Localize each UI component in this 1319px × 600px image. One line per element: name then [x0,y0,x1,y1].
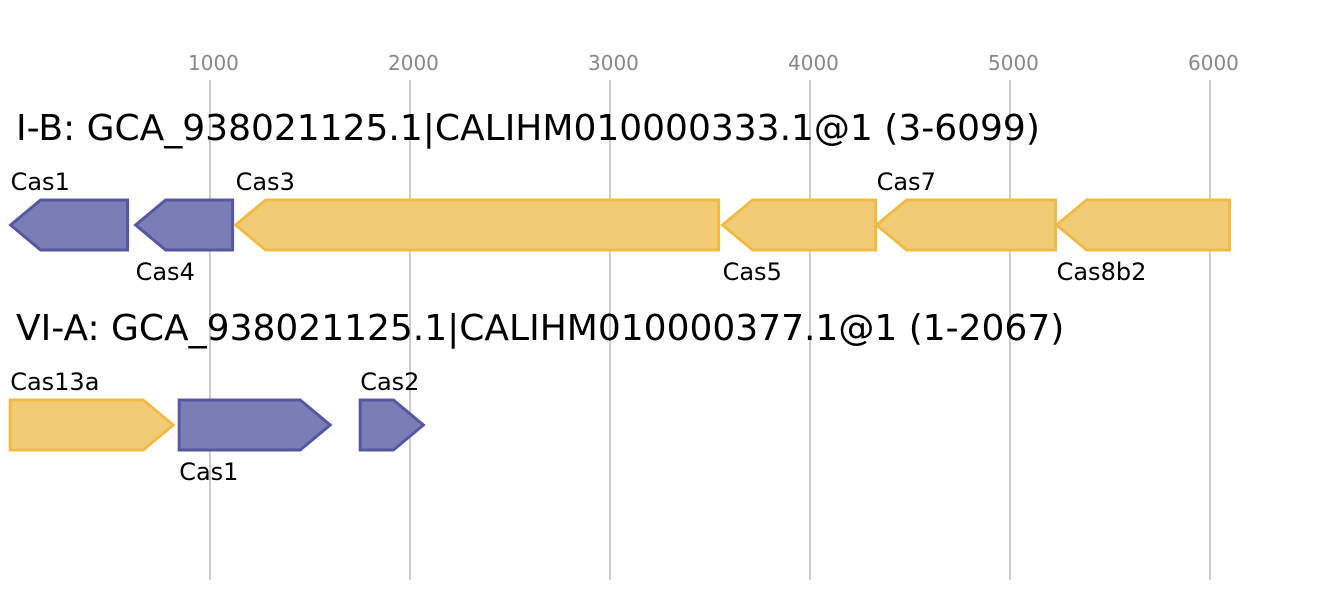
gene-arrow-cas5[interactable] [720,198,878,252]
gene-label: Cas7 [877,168,936,196]
gene-label: Cas1 [179,458,238,486]
gene-arrow-cas1[interactable] [177,398,333,452]
track-title: VI-A: GCA_938021125.1|CALIHM010000377.1@… [16,308,1064,349]
gene-label: Cas4 [136,258,195,286]
track-title: I-B: GCA_938021125.1|CALIHM010000333.1@1… [16,108,1040,149]
gene-label: Cas2 [360,368,419,396]
gene-label: Cas1 [11,168,70,196]
tick-label: 2000 [388,51,439,75]
tick-label: 6000 [1188,51,1239,75]
gene-arrow-cas3[interactable] [233,198,721,252]
gene-arrow-cas13a[interactable] [8,398,176,452]
gene-arrow-cas7[interactable] [874,198,1058,252]
gene-label: Cas8b2 [1057,258,1147,286]
gene-arrow-cas4[interactable] [133,198,235,252]
gene-arrow-cas8b2[interactable] [1054,198,1232,252]
gene-label: Cas5 [723,258,782,286]
gene-arrow-cas2[interactable] [358,398,426,452]
tick-label: 3000 [588,51,639,75]
tick-label: 1000 [188,51,239,75]
tick-label: 5000 [988,51,1039,75]
gene-label: Cas3 [236,168,295,196]
gene-arrow-cas1[interactable] [8,198,130,252]
gene-label: Cas13a [10,368,99,396]
tick-label: 4000 [788,51,839,75]
